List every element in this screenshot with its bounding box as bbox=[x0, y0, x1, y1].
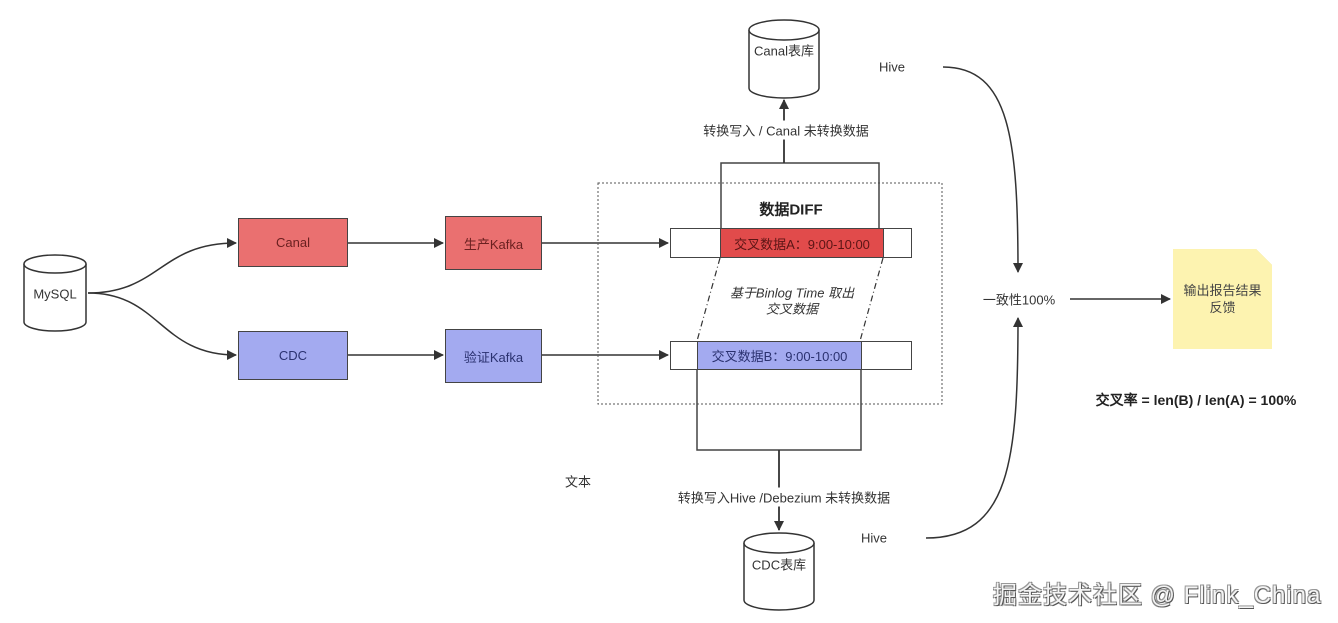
diff-title: 数据DIFF bbox=[759, 201, 823, 219]
prod-kafka-node[interactable]: 生产Kafka bbox=[445, 216, 542, 270]
canal-node[interactable]: Canal bbox=[238, 218, 348, 267]
output-report-note[interactable]: 输出报告结果 反馈 bbox=[1173, 249, 1272, 349]
binlog-label-line2: 交叉数据 bbox=[765, 301, 819, 317]
data-a-node[interactable]: 交叉数据A：9:00-10:00 bbox=[720, 228, 884, 258]
note-line-2: 反馈 bbox=[1209, 300, 1236, 315]
edge-hive-top-consistency bbox=[942, 66, 1023, 273]
watermark: 掘金技术社区 @ Flink_China bbox=[993, 582, 1322, 609]
edge-mysql-canal bbox=[87, 238, 237, 294]
cross-connector-left bbox=[696, 257, 721, 342]
cdc-table-label: CDC表库 bbox=[751, 557, 807, 573]
binlog-label-line1: 基于Binlog Time 取出 bbox=[729, 285, 855, 301]
hive-top-label: Hive bbox=[878, 59, 906, 75]
verify-kafka-node[interactable]: 验证Kafka bbox=[445, 329, 542, 383]
cdc-table-cylinder[interactable] bbox=[743, 532, 815, 611]
cross-connector-right bbox=[859, 257, 884, 342]
data-b-node[interactable]: 交叉数据B：9:00-10:00 bbox=[697, 341, 862, 370]
upper-bracket bbox=[720, 162, 880, 228]
consistency-label: 一致性100% bbox=[982, 292, 1056, 308]
cdc-write-label: 转换写入Hive /Debezium 未转换数据 bbox=[675, 487, 893, 507]
cdc-node[interactable]: CDC bbox=[238, 331, 348, 380]
lower-bracket bbox=[696, 370, 862, 451]
canal-write-label: 转换写入 / Canal 未转换数据 bbox=[701, 120, 871, 140]
canal-table-label: Canal表库 bbox=[754, 43, 814, 59]
diff-region bbox=[597, 182, 943, 405]
note-line-1: 输出报告结果 bbox=[1183, 283, 1262, 298]
edge-mysql-cdc bbox=[87, 292, 237, 360]
canal-table-cylinder[interactable] bbox=[748, 19, 820, 99]
edge-hive-bottom-consistency bbox=[925, 317, 1023, 539]
hive-bottom-label: Hive bbox=[860, 530, 888, 546]
mysql-cylinder[interactable] bbox=[23, 254, 87, 332]
cross-rate-formula: 交叉率 = len(B) / len(A) = 100% bbox=[1095, 392, 1297, 408]
mysql-label: MySQL bbox=[33, 286, 77, 302]
text-placeholder[interactable]: 文本 bbox=[564, 474, 592, 490]
